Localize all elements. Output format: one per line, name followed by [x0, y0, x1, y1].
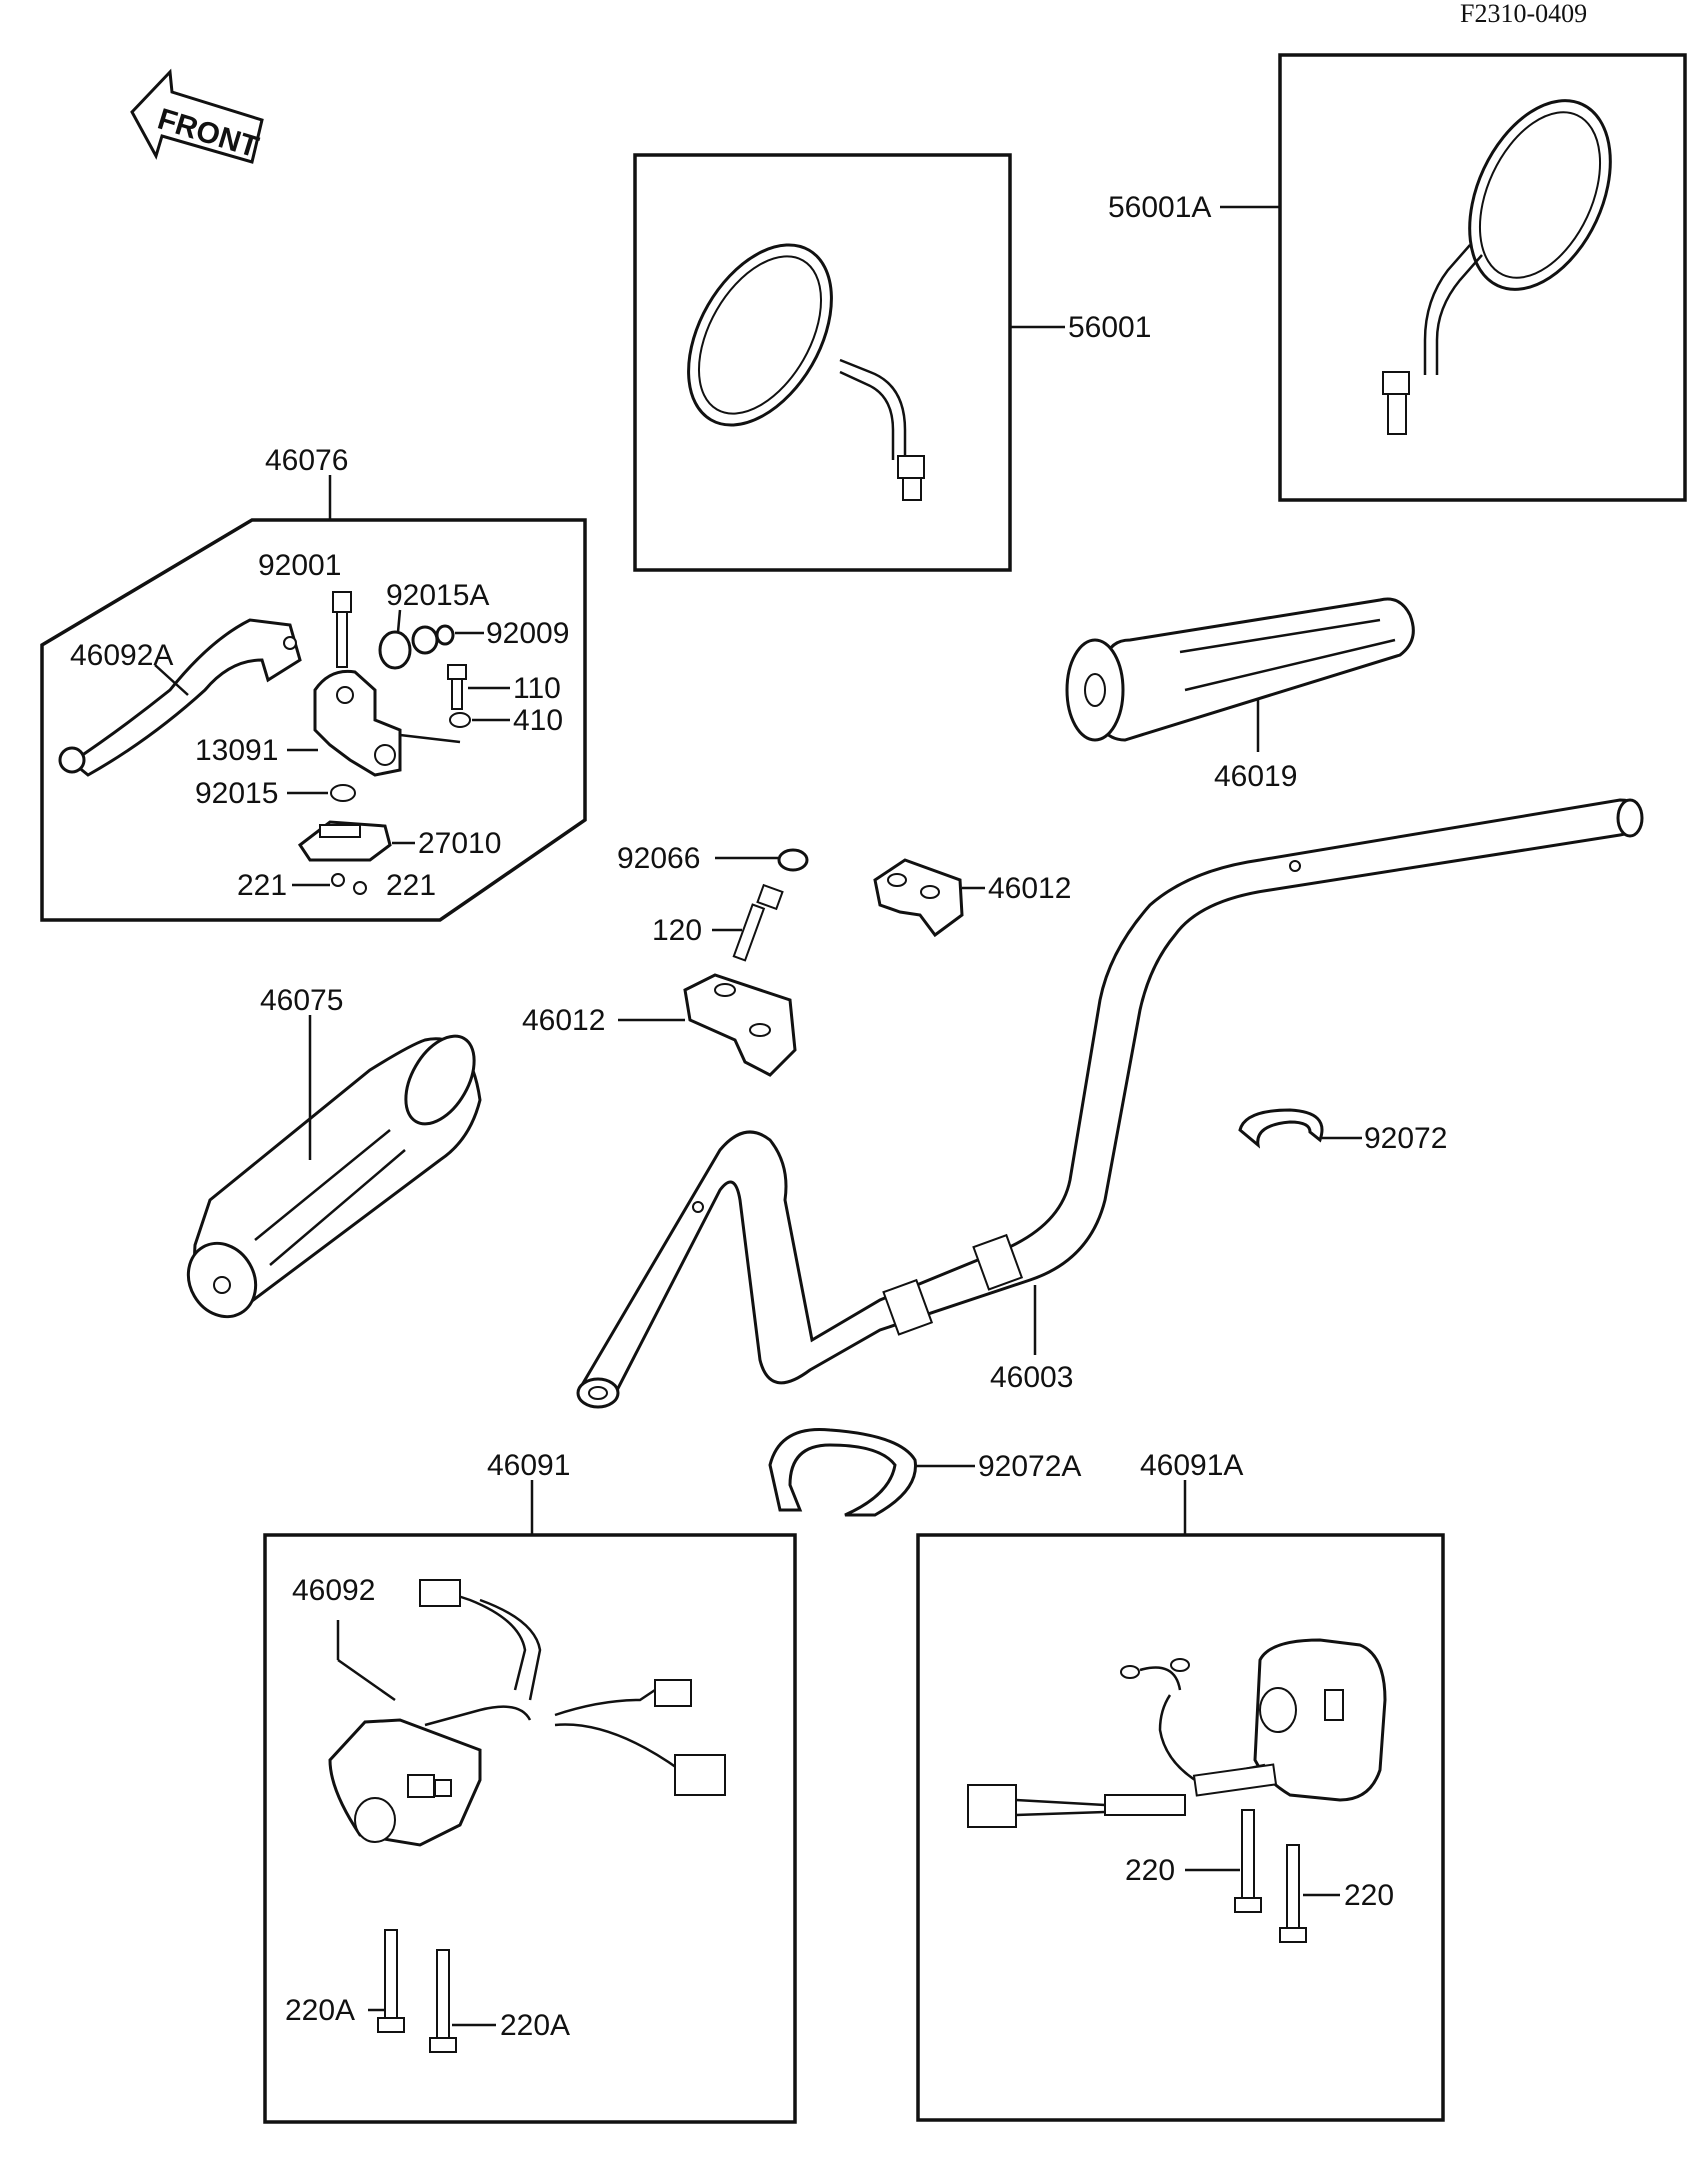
screw-110-icon — [447, 664, 467, 710]
band-92072A-group: 92072A — [768, 1427, 1081, 1517]
label-27010: 27010 — [418, 827, 501, 860]
handlebar-46003-group: 46003 — [576, 798, 1644, 1409]
label-92072A: 92072A — [978, 1450, 1081, 1483]
handlebar-end-left-bore-icon — [588, 1386, 608, 1400]
grip-46075-group: 46075 — [186, 984, 482, 1319]
pivot-bolt-92001-icon — [332, 591, 352, 668]
mirror-56001A-icon — [1382, 99, 1612, 435]
mirror-56001-group: 56001 — [633, 153, 1151, 572]
knurl-left-icon — [882, 1278, 934, 1336]
cap-92066-icon — [777, 848, 809, 872]
label-56001A: 56001A — [1108, 191, 1211, 224]
label-46012a: 46012 — [988, 872, 1071, 905]
brake-lever-icon — [58, 618, 302, 777]
band-92072-icon — [1238, 1108, 1324, 1149]
switch-46091-group: 46091 46092 220A 220A — [263, 1449, 797, 2124]
band-92072A-icon — [768, 1427, 917, 1517]
label-110: 110 — [513, 672, 561, 705]
grip-46019-icon — [1065, 597, 1415, 742]
label-46092: 46092 — [292, 1574, 375, 1607]
bolt-120-icon — [732, 883, 784, 962]
screw-220-b-icon — [1279, 1844, 1307, 1943]
handlebar-hole-right-icon — [1289, 860, 1301, 872]
lever-assembly-46076-group: 46076 46092A 92001 92015A 92009 — [40, 444, 587, 922]
label-46075: 46075 — [260, 984, 343, 1017]
screw-221b-icon — [353, 881, 367, 895]
mirror-56001-box — [633, 153, 1012, 572]
label-92015A: 92015A — [386, 579, 489, 612]
label-92066: 92066 — [617, 842, 700, 875]
label-13091: 13091 — [195, 734, 278, 767]
grip-46019-group: 46019 — [1065, 597, 1415, 793]
label-220A-a: 220A — [285, 1994, 355, 2027]
label-56001: 56001 — [1068, 311, 1151, 344]
label-46019: 46019 — [1214, 760, 1297, 793]
label-46076: 46076 — [265, 444, 348, 477]
label-46091: 46091 — [487, 1449, 570, 1482]
clamp-lower-46012-icon — [683, 973, 797, 1077]
label-221a: 221 — [237, 869, 287, 902]
mirror-56001-icon — [687, 243, 925, 501]
label-220-b: 220 — [1344, 1879, 1394, 1912]
right-switch-housing-icon — [967, 1638, 1387, 1828]
handlebar-clamp-group: 92066 46012 120 46012 — [522, 842, 1071, 1077]
handlebar-hole-left-icon — [692, 1201, 704, 1213]
switch-46091A-group: 46091A 220 220 — [916, 1449, 1445, 2122]
label-92009: 92009 — [486, 617, 569, 650]
adjuster-92015A-icon — [378, 624, 455, 670]
lever-assembly-46076-box — [40, 518, 587, 922]
screw-220-a-icon — [1234, 1809, 1262, 1913]
brake-switch-27010-icon — [297, 820, 392, 862]
handlebar-end-right-icon — [1616, 798, 1644, 838]
mirror-56001A-group: 56001A — [1108, 53, 1687, 502]
label-46003: 46003 — [990, 1361, 1073, 1394]
switch-46091A-box — [916, 1533, 1445, 2122]
clamp-upper-46012-icon — [873, 858, 964, 938]
washer-410-icon — [449, 712, 471, 728]
grip-46075-icon — [186, 1034, 482, 1319]
switch-46091-box — [263, 1533, 797, 2124]
label-220A-b: 220A — [500, 2009, 570, 2042]
left-switch-housing-icon — [328, 1579, 726, 1847]
figure-code: F2310-0409 — [1460, 0, 1587, 28]
label-221b: 221 — [386, 869, 436, 902]
label-46092A: 46092A — [70, 639, 173, 672]
nut-92015-icon — [330, 784, 356, 802]
handlebar-46003-icon — [579, 798, 1642, 1403]
label-410: 410 — [513, 704, 563, 737]
screw-220A-a-icon — [377, 1929, 405, 2033]
mirror-56001A-box — [1278, 53, 1687, 502]
label-220-a: 220 — [1125, 1854, 1175, 1887]
knurl-right-icon — [972, 1233, 1024, 1291]
screw-220A-b-icon — [429, 1949, 457, 2053]
label-92001: 92001 — [258, 549, 341, 582]
label-120: 120 — [652, 914, 702, 947]
label-46012b: 46012 — [522, 1004, 605, 1037]
band-92072-group: 92072 — [1238, 1108, 1447, 1155]
front-arrow-icon: FRONT — [130, 68, 264, 164]
lever-holder-13091-icon — [313, 669, 461, 777]
label-92072: 92072 — [1364, 1122, 1447, 1155]
label-46091A: 46091A — [1140, 1449, 1243, 1482]
screw-221a-icon — [331, 873, 345, 887]
label-92015: 92015 — [195, 777, 278, 810]
